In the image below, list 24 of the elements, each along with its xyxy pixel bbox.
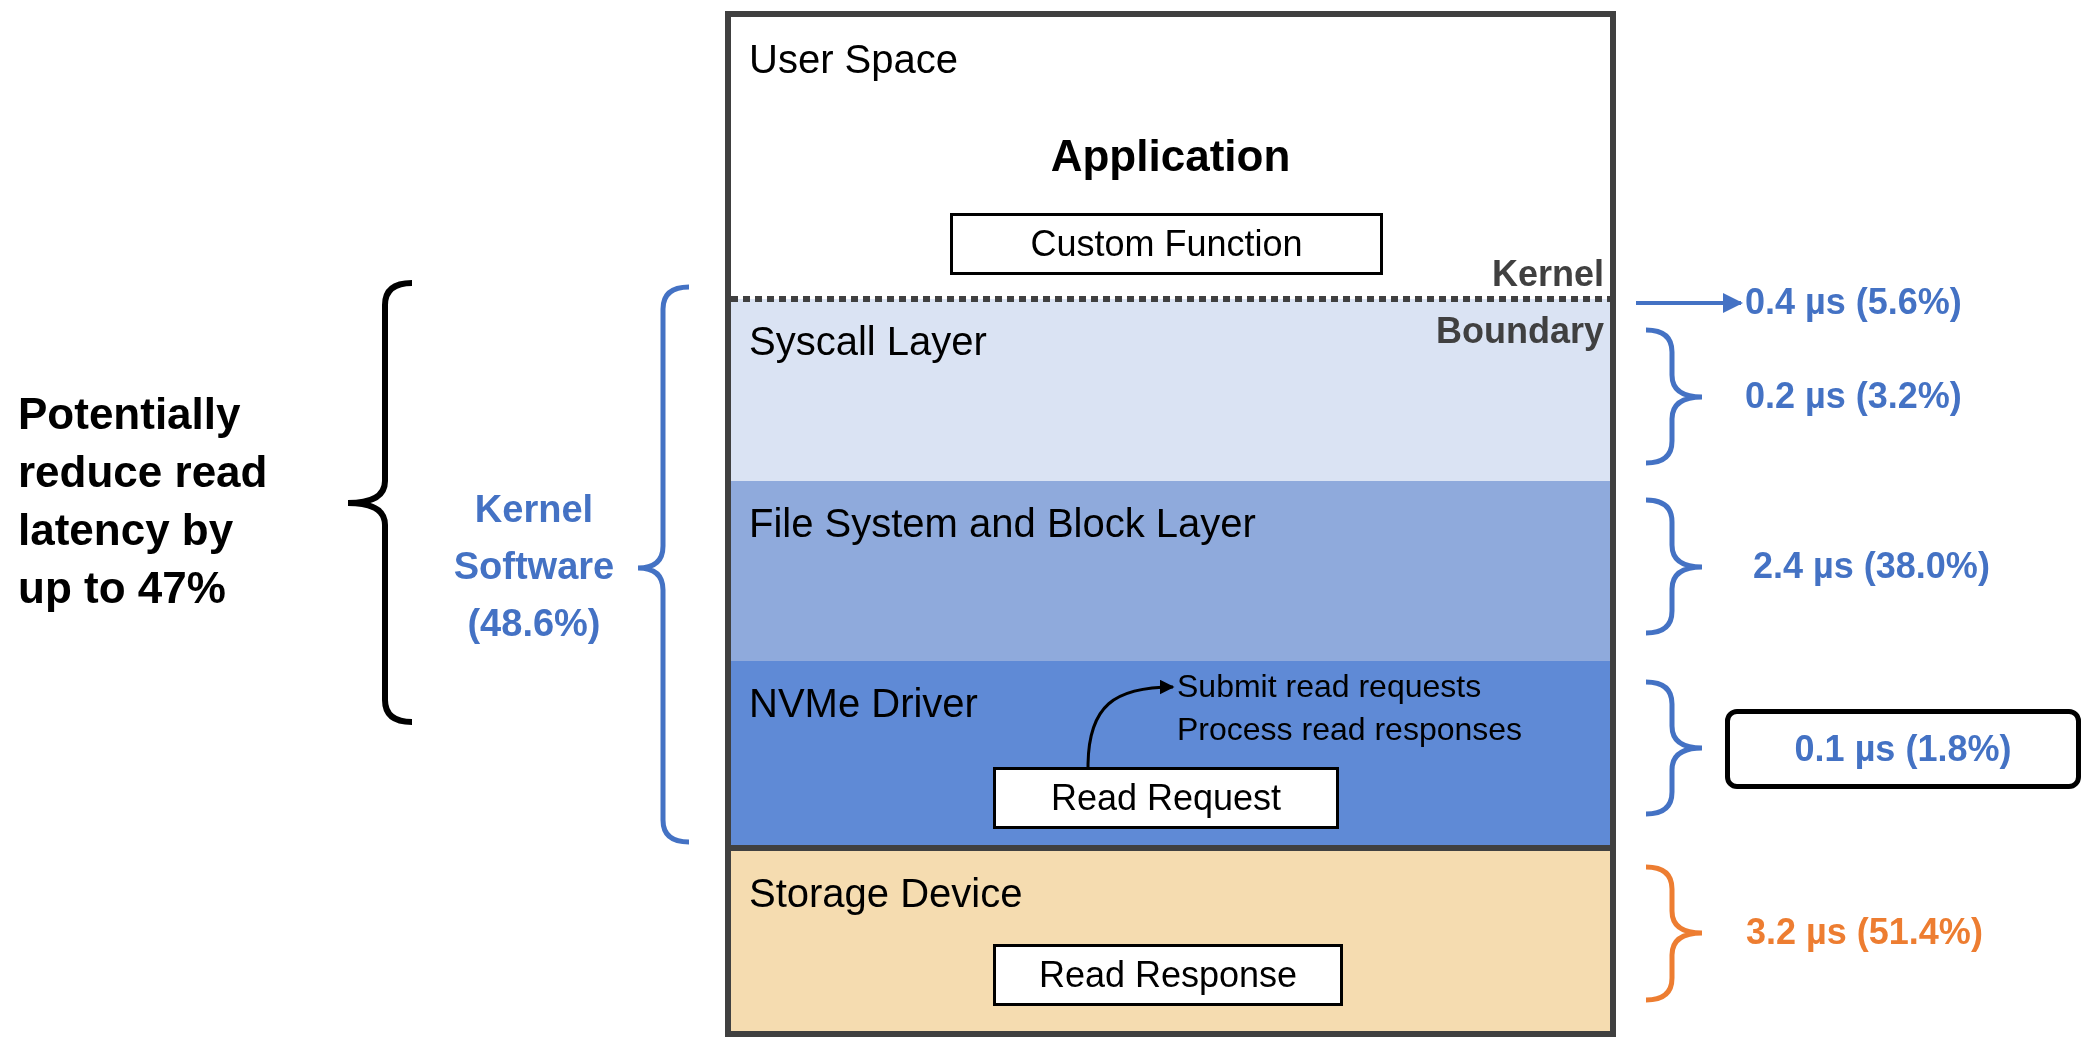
latency-value: 3.2 µs (51.4%): [1746, 911, 1983, 953]
bracket-label: Kernel Software (48.6%): [452, 487, 616, 646]
boundary-label: Kernel Boundary: [1435, 252, 1604, 353]
layer-band: [731, 661, 1610, 845]
summary-note: Potentially reduce read latency by up to 47%: [18, 388, 269, 614]
layer-title: Syscall Layer: [749, 319, 987, 364]
annotation-text: Submit read requests Process read responses: [1177, 665, 1577, 751]
layer-band: [731, 845, 1610, 1031]
latency-value: 0.2 µs (3.2%): [1745, 375, 1962, 417]
function-box: Read Response: [993, 944, 1343, 1006]
arrow: [1636, 293, 1743, 313]
arrow: [1086, 679, 1175, 768]
latency-value: 2.4 µs (38.0%): [1753, 545, 1990, 587]
latency-value-box: 0.1 µs (1.8%): [1725, 709, 2081, 789]
latency-value: 0.4 µs (5.6%): [1745, 281, 1962, 323]
layer-band: [731, 299, 1610, 481]
layer-title: File System and Block Layer: [749, 501, 1256, 546]
layer-title: Storage Device: [749, 871, 1023, 916]
layer-title: User Space: [749, 37, 958, 82]
function-box: Read Request: [993, 767, 1339, 829]
function-box: Custom Function: [950, 213, 1383, 275]
section-heading: Application: [1049, 131, 1292, 181]
layer-band: [731, 481, 1610, 661]
layer-title: NVMe Driver: [749, 681, 978, 726]
